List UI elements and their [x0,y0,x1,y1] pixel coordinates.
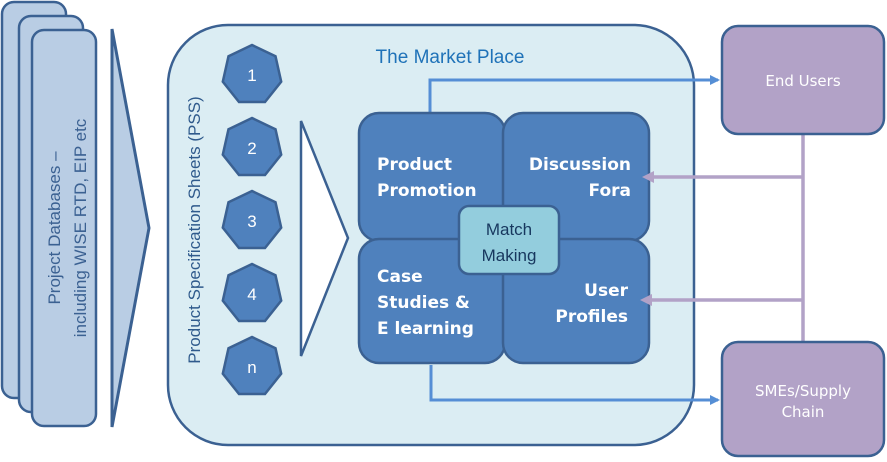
case-studies-line1: Case [377,267,423,287]
promotion-to-end-users-connector [428,75,720,113]
heptagon-shape [221,262,283,323]
pss-sheet-3[interactable]: 3 [221,189,283,250]
heptagon-shape [221,335,283,396]
discussion-fora-line2: Fora [589,181,631,201]
case-studies-line2: Studies & [377,293,470,313]
database-label-line1: Project Databases – [45,151,64,305]
pss-sheet-1[interactable]: 1 [221,43,283,104]
pss-label: Product Specification Sheets (PSS) [185,96,204,363]
heptagon-shape [221,116,283,177]
pss-sheet-label: 4 [247,285,256,304]
marketplace-title: The Market Place [376,47,525,68]
pss-sheet-2[interactable]: 2 [221,116,283,177]
discussion-fora-line1: Discussion [529,155,631,175]
pss-sheet-label: 1 [247,66,256,85]
smes-supply-chain-box[interactable]: SMEs/Supply Chain [720,340,886,458]
pss-sheet-label: 2 [247,139,256,158]
user-profiles-line2: Profiles [555,307,628,327]
database-card-front [30,28,98,428]
product-promotion-line1: Product [377,155,452,175]
smes-label-line1: SMEs/Supply [755,382,851,400]
match-making-line2: Making [482,246,537,265]
project-databases-stack: Project Databases – including WISE RTD, … [0,0,98,428]
heptagon-shape [221,189,283,250]
smes-label-line2: Chain [782,403,825,421]
pss-sheet-label: 3 [247,212,256,231]
pss-sheet-label: n [247,358,256,377]
case-studies-line3: E learning [377,319,474,339]
pss-sheet-n[interactable]: n [221,335,283,396]
match-making-box[interactable]: Match Making [457,204,561,276]
pss-to-marketplace-arrow [299,120,350,357]
product-promotion-line2: Promotion [377,181,477,201]
heptagon-shape [221,43,283,104]
database-label-line2: including WISE RTD, EIP etc [71,118,90,337]
end-users-box[interactable]: End Users [720,24,886,136]
pss-sheet-4[interactable]: 4 [221,262,283,323]
user-profiles-line1: User [584,281,628,301]
databases-to-marketplace-arrow [110,28,151,428]
elearning-to-smes-connector [429,365,720,405]
match-making-line1: Match [486,220,532,239]
end-users-label: End Users [765,72,840,90]
pss-sheets: 1 2 3 4 n [221,43,283,396]
